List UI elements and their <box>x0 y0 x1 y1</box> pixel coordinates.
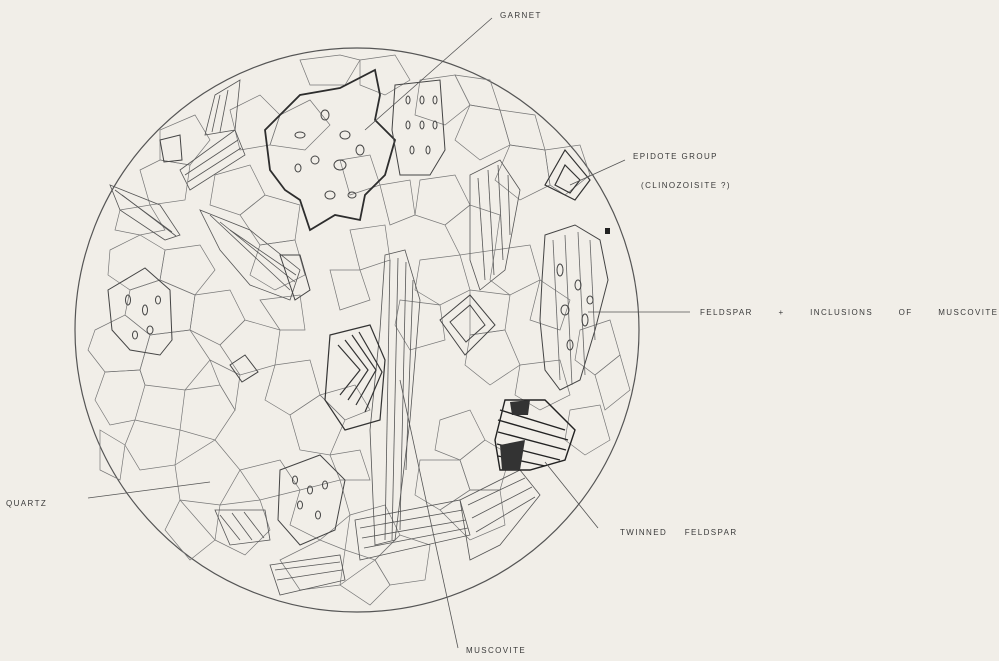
garnet-outline <box>265 70 395 230</box>
label-feldspar-inclusions: FELDSPAR + INCLUSIONS OF MUSCOVITE <box>700 308 998 317</box>
label-muscovite: MUSCOVITE <box>466 646 526 655</box>
label-epidote-group: EPIDOTE GROUP <box>633 152 718 161</box>
label-garnet: GARNET <box>500 11 542 20</box>
twinned-feldspar-chevron <box>325 325 385 430</box>
field-of-view <box>75 48 639 612</box>
label-quartz: QUARTZ <box>6 499 47 508</box>
leader-garnet <box>365 18 492 130</box>
field-boundary <box>75 48 639 612</box>
twinned-feldspar-banded <box>495 400 575 470</box>
rhomb-grains <box>160 135 495 382</box>
epidote-grain <box>545 150 610 234</box>
label-epidote-sub: (CLINOZOISITE ?) <box>641 181 731 190</box>
feldspar-grain-upper <box>392 80 445 175</box>
leader-quartz <box>88 482 210 498</box>
garnet-grain <box>265 70 395 230</box>
leader-epidote <box>570 160 625 185</box>
feldspar-grain-lower <box>278 455 345 545</box>
feldspar-inclusions-grain <box>540 225 608 390</box>
label-twinned-feldspar: TWINNED FELDSPAR <box>620 528 738 537</box>
leader-twinned-feldspar <box>545 462 598 528</box>
muscovite-flakes <box>110 80 540 595</box>
